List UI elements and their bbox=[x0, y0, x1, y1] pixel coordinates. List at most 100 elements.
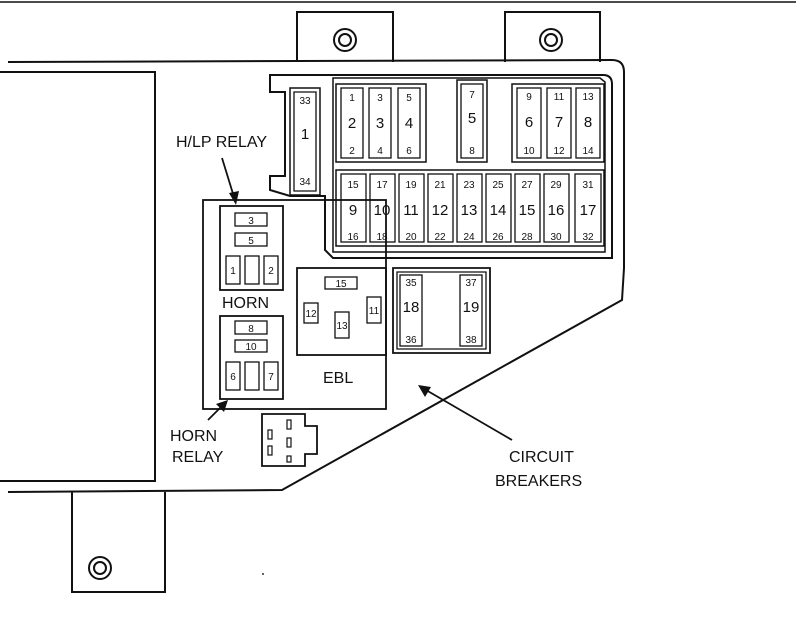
svg-text:16: 16 bbox=[347, 232, 359, 243]
connector bbox=[261, 413, 318, 467]
svg-text:32: 32 bbox=[582, 232, 594, 243]
svg-text:19: 19 bbox=[405, 180, 417, 191]
fuse-12: 21 12 22 bbox=[427, 173, 454, 243]
label-ebl: EBL bbox=[323, 370, 353, 387]
svg-text:19: 19 bbox=[463, 299, 480, 316]
svg-text:20: 20 bbox=[405, 232, 417, 243]
fuse-block-frame bbox=[269, 74, 613, 259]
svg-text:11: 11 bbox=[369, 306, 380, 317]
svg-text:25: 25 bbox=[492, 180, 504, 191]
mount-tab-top-left bbox=[296, 11, 394, 62]
svg-text:9: 9 bbox=[349, 202, 357, 219]
svg-text:38: 38 bbox=[465, 335, 477, 346]
svg-text:31: 31 bbox=[582, 180, 594, 191]
label-hlp-relay: H/LP RELAY bbox=[176, 134, 267, 151]
svg-text:23: 23 bbox=[463, 180, 475, 191]
svg-text:33: 33 bbox=[299, 96, 311, 107]
arrow-horn-relay bbox=[207, 400, 228, 421]
svg-text:35: 35 bbox=[405, 278, 417, 289]
svg-text:7: 7 bbox=[555, 114, 563, 131]
label-circuit-breakers-line1: CIRCUIT bbox=[509, 449, 574, 466]
fuse-6: 9 6 10 bbox=[516, 87, 542, 159]
fuse-8: 13 8 14 bbox=[575, 87, 601, 159]
svg-text:2: 2 bbox=[268, 266, 274, 277]
svg-text:30: 30 bbox=[550, 232, 562, 243]
fuse-5: 7 5 8 bbox=[456, 79, 488, 163]
svg-text:26: 26 bbox=[492, 232, 504, 243]
fuse-3: 3 3 4 bbox=[368, 87, 392, 159]
arrow-hlp-relay bbox=[221, 157, 239, 205]
svg-text:24: 24 bbox=[463, 232, 475, 243]
svg-text:10: 10 bbox=[245, 342, 257, 353]
fuse-15: 27 15 28 bbox=[514, 173, 541, 243]
label-horn-relay-line1: HORN bbox=[170, 428, 217, 445]
fuse-11: 19 11 20 bbox=[398, 173, 425, 243]
svg-text:10: 10 bbox=[523, 146, 535, 157]
svg-text:15: 15 bbox=[519, 202, 536, 219]
horn-relay: 8 10 6 7 bbox=[219, 315, 284, 400]
svg-text:12: 12 bbox=[305, 309, 317, 320]
svg-text:3: 3 bbox=[248, 216, 254, 227]
svg-text:27: 27 bbox=[521, 180, 533, 191]
fuse-4: 5 4 6 bbox=[397, 87, 421, 159]
svg-text:6: 6 bbox=[406, 146, 412, 157]
svg-text:37: 37 bbox=[465, 278, 477, 289]
svg-text:5: 5 bbox=[468, 110, 476, 127]
svg-text:18: 18 bbox=[376, 232, 388, 243]
svg-text:21: 21 bbox=[434, 180, 446, 191]
svg-text:17: 17 bbox=[376, 180, 388, 191]
svg-text:11: 11 bbox=[403, 202, 419, 219]
svg-text:5: 5 bbox=[248, 236, 254, 247]
mount-hole-bottom bbox=[88, 556, 112, 580]
mount-hole-top-left bbox=[333, 28, 357, 52]
housing-outline bbox=[7, 58, 625, 493]
fuse-16: 29 16 30 bbox=[543, 173, 570, 243]
fuse-1: 33 1 34 bbox=[289, 87, 321, 196]
svg-text:6: 6 bbox=[230, 372, 236, 383]
svg-text:5: 5 bbox=[406, 93, 412, 104]
arrow-circuit-breakers bbox=[418, 385, 513, 441]
label-circuit-breakers-line2: BREAKERS bbox=[495, 473, 582, 490]
svg-text:36: 36 bbox=[405, 335, 417, 346]
svg-text:8: 8 bbox=[469, 146, 475, 157]
svg-text:8: 8 bbox=[584, 114, 592, 131]
svg-text:22: 22 bbox=[434, 232, 446, 243]
svg-text:6: 6 bbox=[525, 114, 533, 131]
mount-tab-bottom bbox=[71, 492, 166, 593]
svg-text:10: 10 bbox=[374, 202, 391, 219]
svg-text:1: 1 bbox=[301, 126, 309, 143]
svg-text:15: 15 bbox=[347, 180, 359, 191]
mount-tab-top-right bbox=[504, 11, 601, 62]
svg-text:13: 13 bbox=[461, 202, 478, 219]
svg-text:1: 1 bbox=[230, 266, 236, 277]
svg-text:16: 16 bbox=[548, 202, 565, 219]
fuse-9: 15 9 16 bbox=[340, 173, 367, 243]
svg-text:29: 29 bbox=[550, 180, 562, 191]
svg-text:2: 2 bbox=[348, 115, 356, 132]
svg-text:4: 4 bbox=[405, 115, 413, 132]
svg-text:13: 13 bbox=[336, 321, 348, 332]
mount-hole-top-right bbox=[539, 28, 563, 52]
svg-text:12: 12 bbox=[432, 202, 449, 219]
svg-text:4: 4 bbox=[377, 146, 383, 157]
label-horn: HORN bbox=[222, 295, 269, 312]
svg-text:15: 15 bbox=[335, 279, 347, 290]
svg-text:11: 11 bbox=[554, 92, 565, 103]
svg-text:14: 14 bbox=[582, 146, 594, 157]
svg-text:14: 14 bbox=[490, 202, 507, 219]
svg-text:1: 1 bbox=[349, 93, 355, 104]
fuse-17: 31 17 32 bbox=[574, 173, 602, 243]
housing-left-panel bbox=[0, 71, 156, 482]
svg-text:8: 8 bbox=[248, 324, 254, 335]
fuse-7: 11 7 12 bbox=[546, 87, 572, 159]
fuse-2: 1 2 2 bbox=[340, 87, 364, 159]
svg-text:17: 17 bbox=[580, 202, 597, 219]
svg-text:3: 3 bbox=[376, 115, 384, 132]
svg-text:34: 34 bbox=[299, 177, 311, 188]
svg-text:13: 13 bbox=[582, 92, 594, 103]
fuse-13: 23 13 24 bbox=[456, 173, 483, 243]
svg-text:18: 18 bbox=[403, 299, 420, 316]
svg-text:3: 3 bbox=[377, 93, 383, 104]
fuse-10: 17 10 18 bbox=[369, 173, 396, 243]
